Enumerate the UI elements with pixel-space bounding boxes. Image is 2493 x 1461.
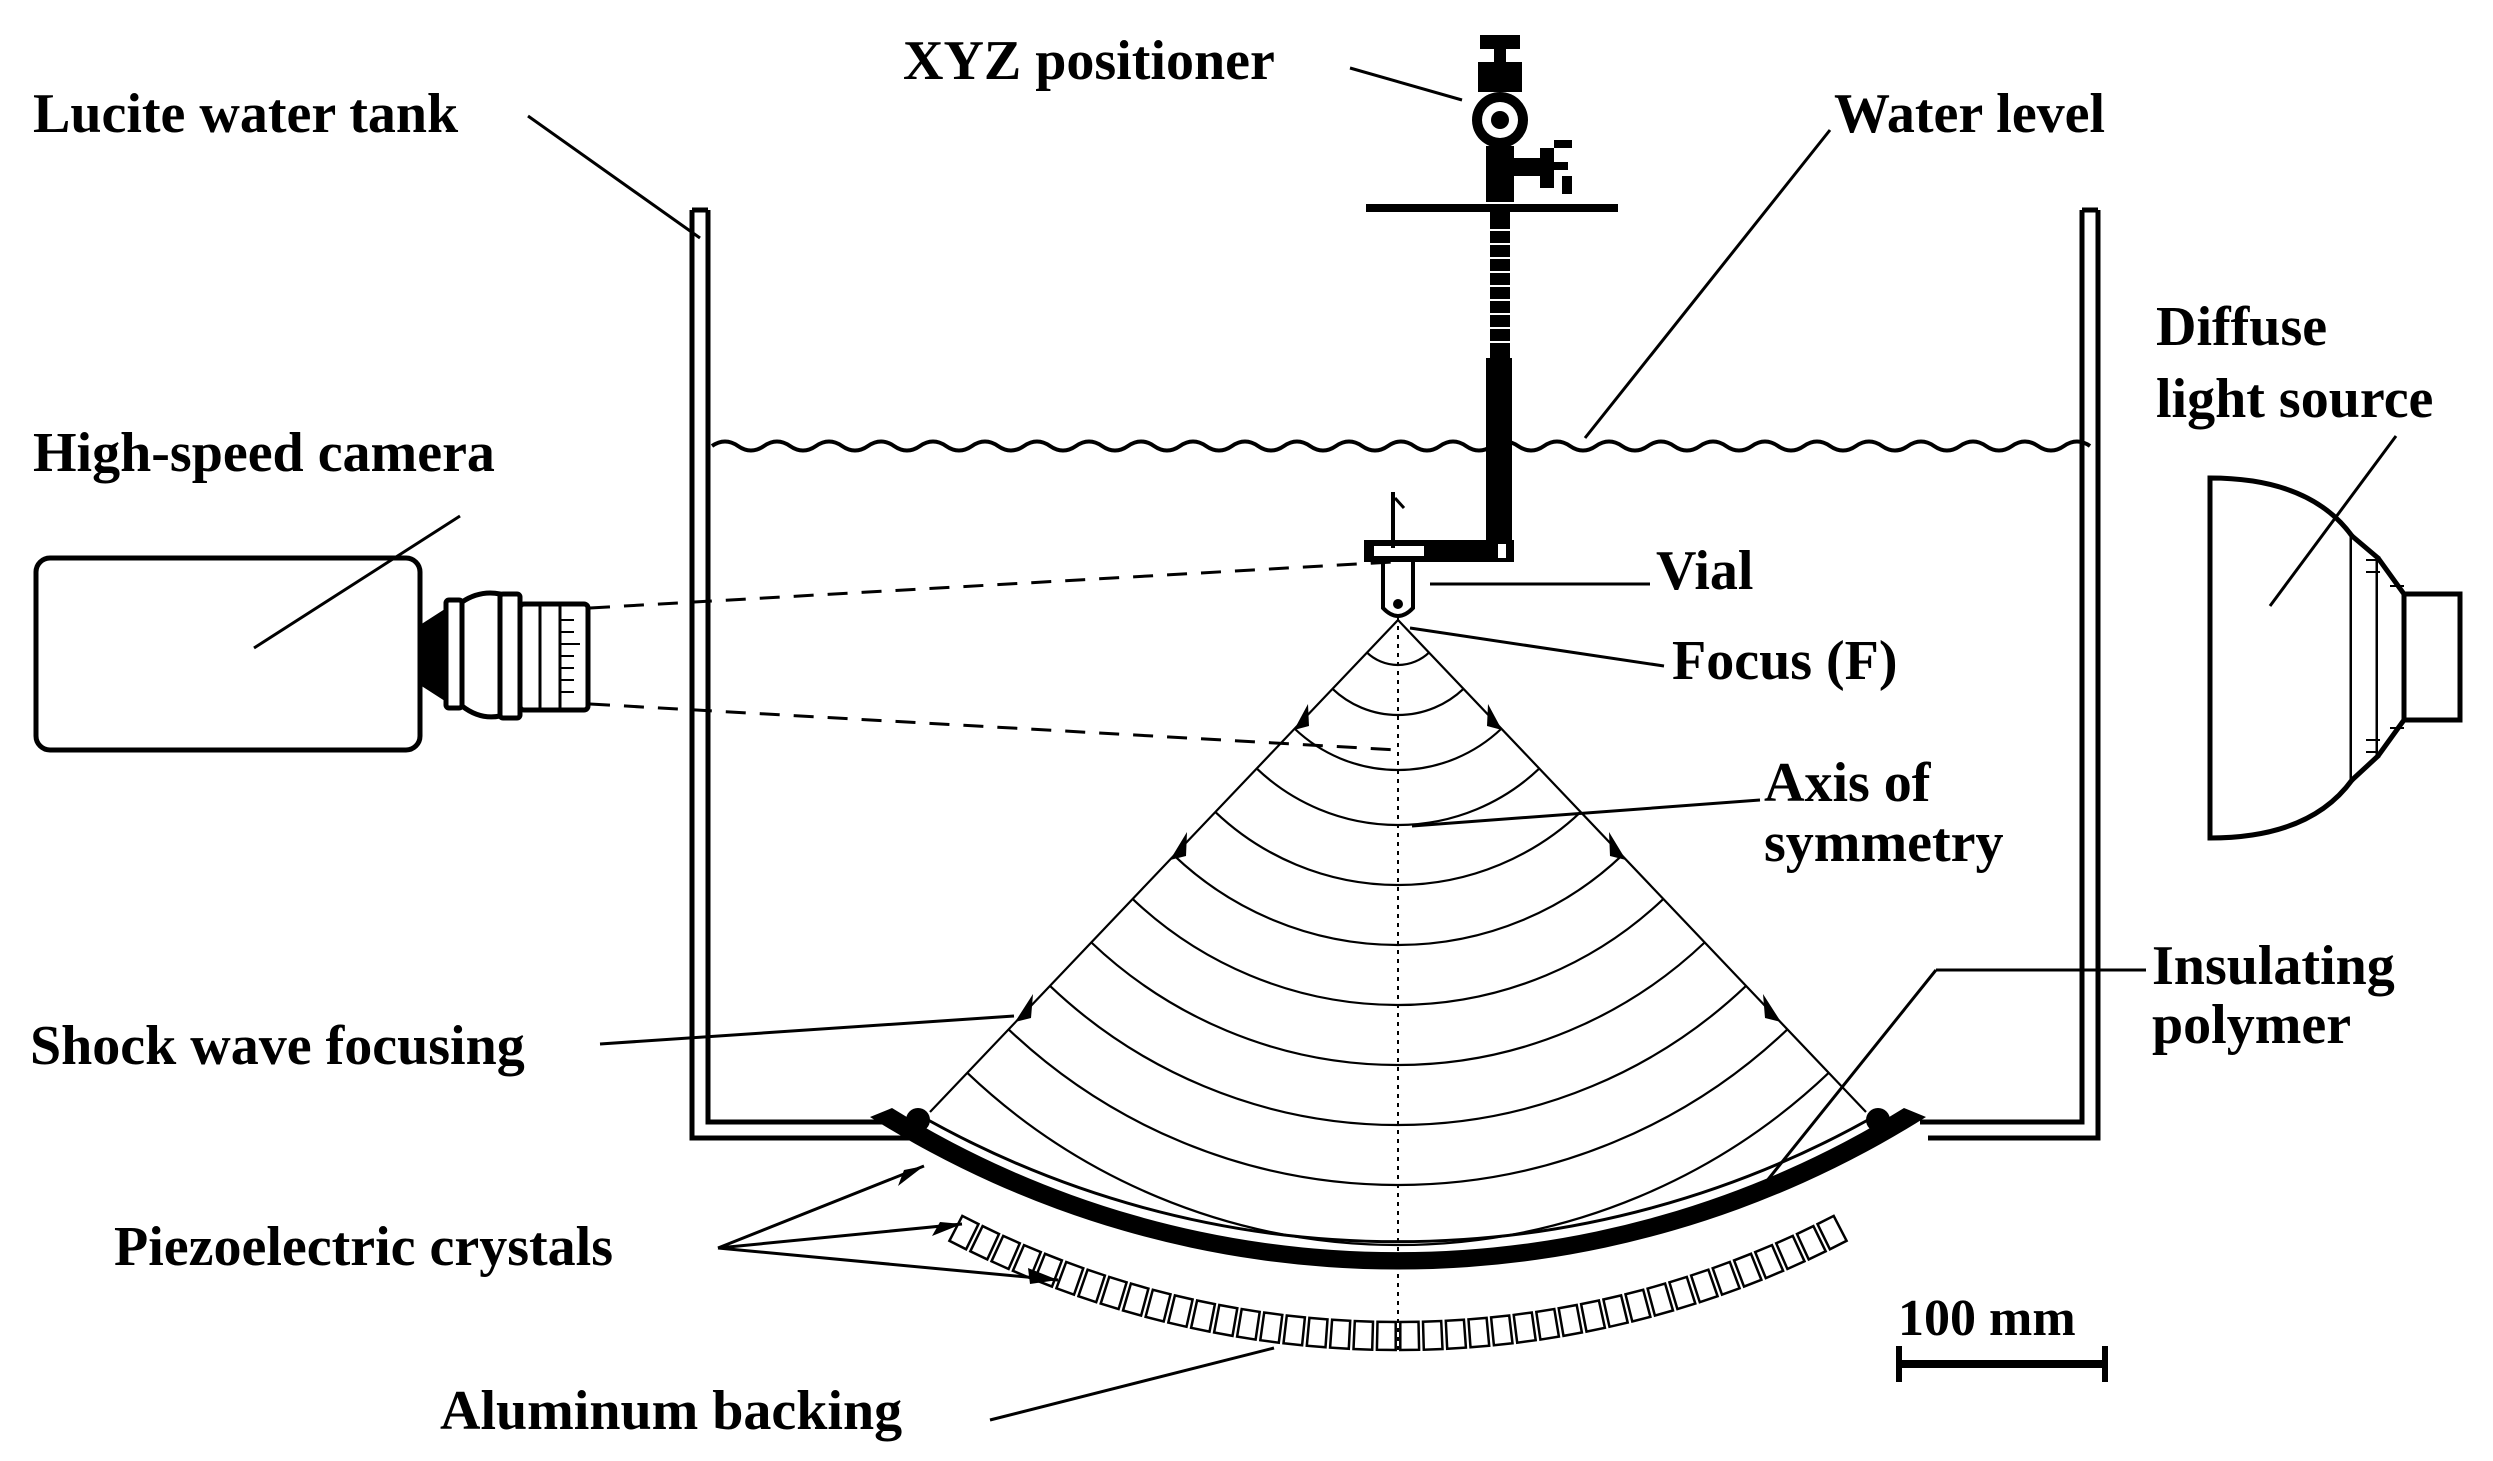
label-vial: Vial	[1656, 540, 1754, 602]
high-speed-camera	[33, 555, 591, 753]
piezo-crystal-element	[1305, 1316, 1329, 1349]
label-diffuse-light-line2: light source	[2156, 368, 2434, 430]
piezo-crystal-element	[1815, 1214, 1849, 1251]
leader-arrowheads	[898, 1166, 1058, 1284]
lucite-water-tank	[689, 207, 2101, 1141]
piezo-crystal-element	[1235, 1307, 1262, 1342]
shock-wave-front-3	[1293, 727, 1503, 772]
shock-wave-front-5	[1214, 811, 1582, 887]
piezo-crystal-element	[1076, 1268, 1107, 1304]
piezo-crystal-element	[1646, 1282, 1675, 1318]
water-surface-line	[710, 439, 2092, 453]
piezo-crystal-element	[1534, 1307, 1561, 1342]
transducer-edge-left	[906, 1108, 930, 1132]
shock-wave-front-2	[1331, 687, 1465, 717]
label-aluminum-backing: Aluminum backing	[440, 1380, 903, 1442]
shock-wave-front-6	[1173, 854, 1623, 947]
label-diffuse-light-line1: Diffuse	[2156, 296, 2328, 358]
piezo-crystal-element	[1557, 1303, 1584, 1338]
camera-field-of-view	[589, 560, 1399, 752]
scale-bar	[1896, 1346, 2108, 1382]
piezo-crystal-element	[1352, 1319, 1375, 1351]
label-insulating-line2: polymer	[2152, 994, 2352, 1056]
label-xyz-positioner: XYZ positioner	[903, 30, 1275, 92]
piezo-crystal-element	[1601, 1293, 1630, 1329]
label-scale-bar: 100 mm	[1898, 1290, 2076, 1347]
diffuse-light-source	[2207, 475, 2463, 841]
shock-wave-front-11	[966, 1071, 1830, 1247]
piezo-crystal-element	[947, 1214, 981, 1251]
shock-wave-fronts	[966, 651, 1830, 1247]
piezo-crystal-element	[1375, 1320, 1397, 1352]
label-insulating-line1: Insulating	[2152, 935, 2395, 997]
piezo-crystal-element	[1121, 1282, 1150, 1318]
label-piezoelectric-crystals: Piezoelectric crystals	[114, 1216, 614, 1278]
piezo-crystal-element	[1282, 1314, 1307, 1347]
aluminum-backing	[870, 1108, 1926, 1270]
wave-direction-arrows	[1015, 704, 1781, 1022]
label-water-level: Water level	[1834, 83, 2106, 145]
piezo-crystal-element	[1512, 1311, 1538, 1345]
piezo-crystal-element	[1189, 1299, 1217, 1334]
shock-wave-front-8	[1090, 941, 1706, 1067]
piezo-crystal-element	[1328, 1318, 1352, 1351]
piezo-crystal-element	[1689, 1268, 1720, 1304]
leader-lines	[253, 66, 2398, 1422]
piezo-crystal-element	[1774, 1234, 1807, 1271]
piezo-crystal-element	[1623, 1288, 1652, 1324]
piezo-crystal-element	[1579, 1299, 1607, 1334]
piezo-crystal-element	[1212, 1303, 1239, 1338]
piezo-crystal-element	[1467, 1316, 1491, 1349]
piezo-crystal-element	[1489, 1314, 1514, 1347]
piezo-crystal-element	[1258, 1311, 1284, 1345]
piezo-crystal-element	[968, 1224, 1001, 1262]
label-focus: Focus (F)	[1672, 630, 1898, 692]
piezoelectric-crystal-array	[947, 1214, 1849, 1352]
label-lucite-water-tank: Lucite water tank	[33, 83, 459, 145]
piezo-crystal-element	[1667, 1275, 1697, 1311]
piezo-crystal-element	[1166, 1293, 1195, 1329]
piezo-crystal-element	[989, 1234, 1022, 1271]
piezo-crystal-element	[1054, 1260, 1085, 1297]
insulating-polymer-layer	[913, 1110, 1883, 1244]
piezo-crystal-element	[1144, 1288, 1173, 1324]
piezo-crystal-element	[1421, 1319, 1444, 1351]
label-high-speed-camera: High-speed camera	[33, 422, 495, 484]
label-axis-line1: Axis of	[1764, 752, 1931, 814]
shock-wave-cone	[929, 619, 1867, 1113]
vial	[1381, 492, 1415, 618]
piezo-crystal-element	[1753, 1243, 1785, 1280]
shock-wave-front-9	[1048, 984, 1748, 1127]
label-axis-line2: symmetry	[1764, 812, 2004, 874]
label-shock-wave-focusing: Shock wave focusing	[30, 1015, 525, 1077]
xyz-positioner	[1364, 35, 1618, 562]
piezo-crystal-element	[1444, 1318, 1468, 1351]
piezo-crystal-element	[1099, 1275, 1129, 1311]
piezo-crystal-element	[1795, 1224, 1828, 1262]
piezo-crystal-element	[1711, 1260, 1742, 1297]
piezo-crystal-element	[1399, 1320, 1421, 1352]
piezo-crystal-element	[1732, 1252, 1764, 1289]
transducer-edge-right	[1866, 1108, 1890, 1132]
